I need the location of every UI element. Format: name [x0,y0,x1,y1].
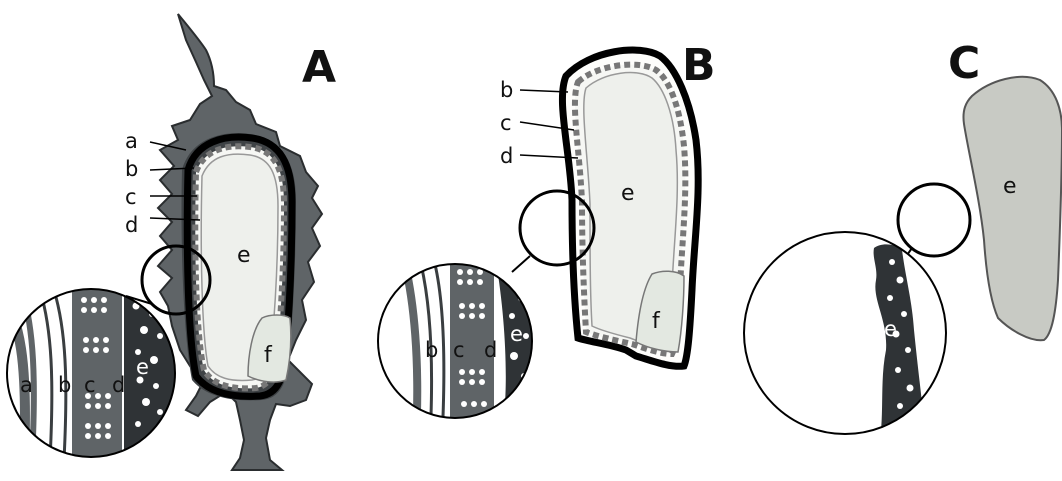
panel-b-magnified-view: b c d e [378,260,540,440]
panel-a-mag-label-d: d [112,373,125,397]
panel-c-naked-seed [963,77,1062,340]
panel-b-mag-label-e: e [510,322,523,346]
panel-b-mag-label-c: c [453,338,465,362]
panel-a-label-b: b [125,157,138,181]
panel-c-focus-circle [898,184,970,256]
panel-a-label-c: c [125,185,137,209]
panel-a-label-e: e [237,243,251,268]
panel-a-label-a: a [125,129,138,153]
panel-a-letter: A [302,42,336,93]
panel-a: a b c d e f [0,14,336,470]
panel-b-mag-label-d: d [484,338,497,362]
panel-a-mag-label-b: b [58,373,71,397]
panel-c-magnified-view: e [744,232,946,440]
panel-b-label-d: d [500,144,513,168]
panel-c: e e C [744,38,1062,440]
panel-a-mag-label-e: e [136,355,149,379]
panel-c-label-e: e [1003,174,1017,199]
panel-b-label-c: c [500,111,512,135]
panel-b-label-e: e [621,181,635,206]
panel-b-label-b: b [500,78,513,102]
panel-c-letter: C [948,38,980,89]
panel-b: b c d e f [378,40,716,440]
panel-a-mag-label-c: c [84,373,96,397]
panel-a-label-d: d [125,213,138,237]
panel-c-mag-label-e: e [884,317,897,341]
panel-a-magnified-view: a b c d e [0,288,184,468]
panel-a-label-f: f [264,343,273,368]
panel-b-mag-label-b: b [425,338,438,362]
panel-b-label-f: f [652,309,661,334]
panel-b-letter: B [682,40,716,91]
panel-a-mag-label-a: a [20,373,33,397]
